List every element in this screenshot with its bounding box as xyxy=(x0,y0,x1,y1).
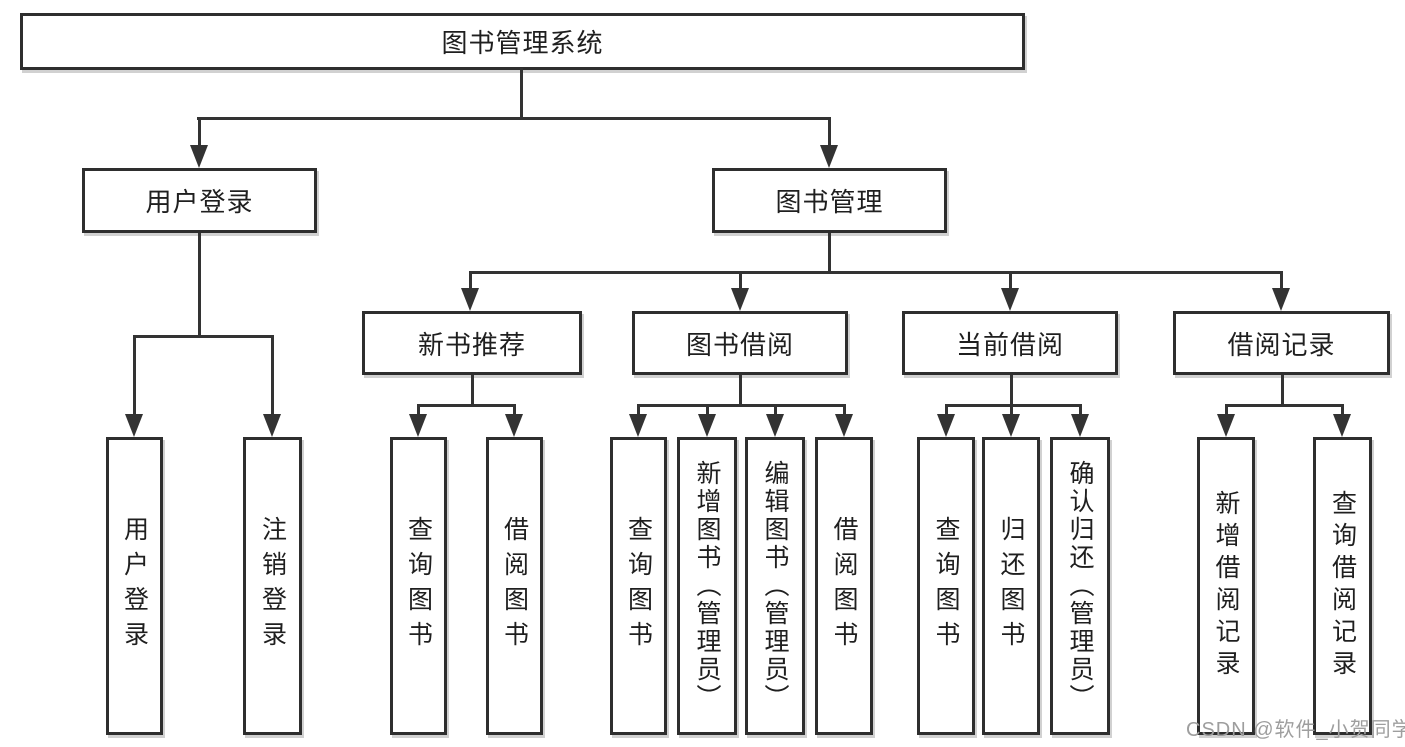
node-label: 图书管理系统 xyxy=(441,28,604,58)
leaf-label: 新增图书（管理员） xyxy=(693,460,721,712)
leaf-add-borrow-record: 新增借阅记录 xyxy=(1197,437,1255,735)
connector-root-stem xyxy=(520,68,523,120)
connector-bookborrow-stem xyxy=(739,375,742,407)
leaf-label: 归还图书 xyxy=(997,516,1025,656)
leaf-query-borrow-record: 查询借阅记录 xyxy=(1313,437,1372,735)
connector-newbook-distributor xyxy=(417,404,516,407)
node-label: 借阅记录 xyxy=(1227,329,1336,360)
connector-records-stem xyxy=(1281,375,1284,407)
connector-arrow-return-book xyxy=(1002,404,1020,437)
connector-newbook-stem xyxy=(471,375,474,407)
node-label: 用户登录 xyxy=(145,187,254,217)
connector-currentborrow-stem xyxy=(1010,375,1013,407)
connector-records-distributor xyxy=(1225,404,1344,407)
connector-arrow-query1 xyxy=(409,404,427,437)
node-root-system: 图书管理系统 xyxy=(20,13,1025,70)
node-borrow-records: 借阅记录 xyxy=(1173,311,1390,375)
connector-bookmgmt-stem xyxy=(828,233,831,274)
csdn-watermark: CSDN @软件_小贺同学 xyxy=(1186,719,1405,741)
leaf-add-books-admin: 新增图书（管理员） xyxy=(677,437,737,735)
leaf-logout: 注销登录 xyxy=(243,437,302,735)
leaf-label: 用户登录 xyxy=(120,516,149,656)
leaf-edit-books-admin: 编辑图书（管理员） xyxy=(745,437,805,735)
leaf-label: 查询图书 xyxy=(932,516,960,656)
connector-arrow-confirm-return xyxy=(1071,404,1089,437)
leaf-label: 查询借阅记录 xyxy=(1328,490,1357,682)
connector-arrow-new-book xyxy=(461,271,479,311)
leaf-confirm-return-admin: 确认归还（管理员） xyxy=(1050,437,1110,735)
connector-userlogin-stem xyxy=(198,233,201,338)
connector-bookmgmt-distributor xyxy=(469,271,1283,274)
connector-arrow-borrow2 xyxy=(835,404,853,437)
node-book-management-module: 图书管理 xyxy=(712,168,947,233)
leaf-query-books-borrow: 查询图书 xyxy=(610,437,667,735)
leaf-label: 编辑图书（管理员） xyxy=(761,460,789,712)
connector-arrow-borrow-records xyxy=(1272,271,1290,311)
connector-arrow-query3 xyxy=(937,404,955,437)
leaf-user-login: 用户登录 xyxy=(106,437,163,735)
leaf-label: 查询图书 xyxy=(404,516,433,656)
node-current-borrow: 当前借阅 xyxy=(902,311,1118,375)
connector-bookborrow-distributor xyxy=(637,404,845,407)
leaf-return-books: 归还图书 xyxy=(982,437,1040,735)
leaf-label: 确认归还（管理员） xyxy=(1066,460,1094,712)
node-user-login-module: 用户登录 xyxy=(82,168,317,233)
connector-arrow-user-login xyxy=(190,117,208,168)
connector-arrow-query2 xyxy=(629,404,647,437)
node-label: 新书推荐 xyxy=(417,329,526,360)
leaf-label: 注销登录 xyxy=(258,516,287,656)
connector-arrow-current-borrow xyxy=(1001,271,1019,311)
connector-arrow-add-book xyxy=(698,404,716,437)
node-new-book-recommend: 新书推荐 xyxy=(362,311,582,375)
connector-arrow-edit-book xyxy=(766,404,784,437)
connector-userlogin-distributor xyxy=(133,335,274,338)
leaf-label: 借阅图书 xyxy=(830,516,858,656)
node-label: 图书借阅 xyxy=(685,329,794,360)
node-label: 当前借阅 xyxy=(955,329,1064,360)
leaf-borrow-books-recommend: 借阅图书 xyxy=(486,437,543,735)
leaf-label: 查询图书 xyxy=(624,516,653,656)
leaf-query-books-recommend: 查询图书 xyxy=(390,437,447,735)
leaf-borrow-books: 借阅图书 xyxy=(815,437,873,735)
connector-arrow-query-record xyxy=(1333,404,1351,437)
connector-arrow-add-record xyxy=(1217,404,1235,437)
leaf-label: 借阅图书 xyxy=(500,516,529,656)
connector-arrow-book-borrow xyxy=(731,271,749,311)
leaf-label: 新增借阅记录 xyxy=(1212,490,1240,682)
connector-arrow-book-management xyxy=(820,117,838,168)
connector-root-distributor xyxy=(197,117,831,120)
connector-arrow-borrow1 xyxy=(505,404,523,437)
connector-currentborrow-distributor xyxy=(945,404,1082,407)
leaf-query-books-current: 查询图书 xyxy=(917,437,975,735)
node-label: 图书管理 xyxy=(775,187,884,217)
connector-arrow-leaf-logout xyxy=(263,335,281,437)
connector-arrow-leaf-user-login xyxy=(125,335,143,437)
node-book-borrow: 图书借阅 xyxy=(632,311,848,375)
